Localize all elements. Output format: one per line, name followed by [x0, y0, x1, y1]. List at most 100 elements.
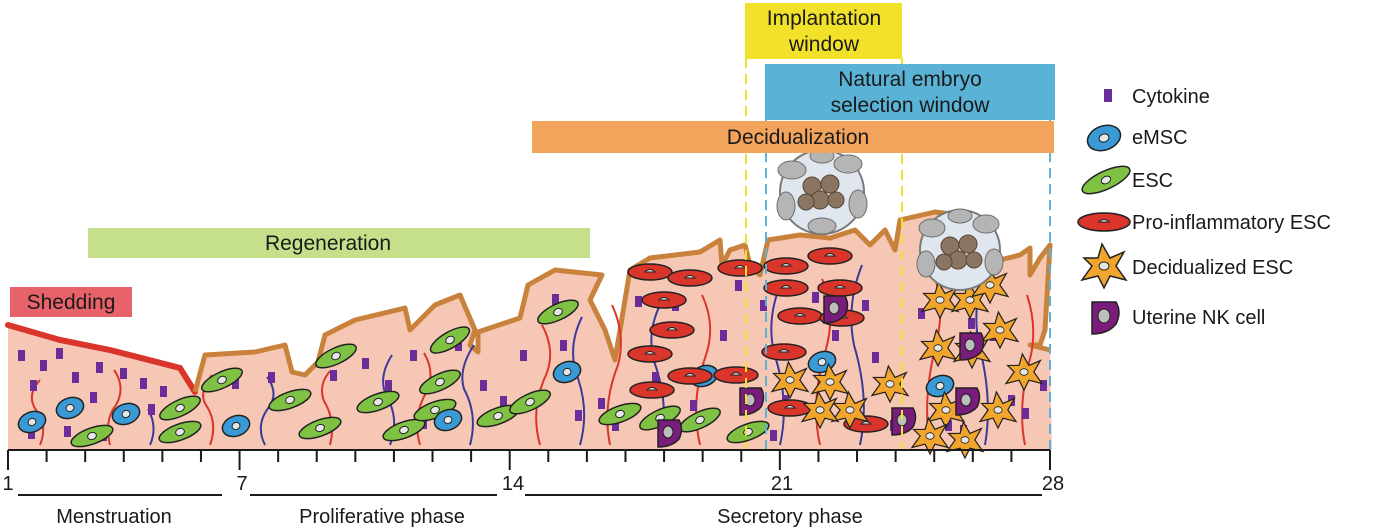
cytokine [64, 426, 71, 437]
uterine-nk-cell [955, 387, 981, 416]
day-axis: 1 7 14 21 28 [2, 449, 1064, 495]
decidualization-label: Decidualization [727, 126, 869, 149]
axis-label-day21: 21 [771, 473, 793, 495]
emsc-cell [55, 396, 85, 420]
esc-cell [509, 389, 551, 415]
legend-esc: ESC [1081, 165, 1173, 195]
esc-cell [298, 416, 342, 440]
pro-inflammatory-esc-cell [717, 259, 763, 277]
pro-inflammatory-esc-cell [807, 247, 853, 265]
decidualized-esc-cell [770, 360, 810, 400]
decidualized-esc-cell [810, 362, 850, 402]
uterine-nk-cell [657, 419, 683, 448]
decidualization-bar: Decidualization [532, 121, 1054, 153]
embryo-2 [916, 208, 1004, 291]
menstruation-label: Menstruation [56, 506, 172, 528]
cytokine [385, 380, 392, 391]
legend-cytokine-label: Cytokine [1132, 86, 1210, 108]
shedding-surface [5, 322, 198, 395]
cytokine [652, 372, 659, 383]
pro-inflammatory-esc-cell [627, 263, 673, 281]
regeneration-bar: Regeneration [88, 228, 590, 258]
esc-cell [201, 367, 243, 393]
decidualized-esc-cell [800, 390, 840, 430]
decidualized-esc-cell [830, 390, 870, 430]
pro-inflammatory-esc-cell [761, 343, 807, 361]
cytokine [1022, 408, 1029, 419]
cytokine [160, 386, 167, 397]
cytokine [140, 378, 147, 389]
pro-inflammatory-esc-cell [767, 399, 813, 417]
selection-label-line2: selection window [831, 94, 991, 117]
cytokine [872, 352, 879, 363]
axis-label-day1: 1 [2, 473, 13, 495]
cells-layer [17, 247, 1047, 460]
cytokine [410, 350, 417, 361]
cytokine [90, 392, 97, 403]
legend-pro-inflammatory: Pro-inflammatory ESC [1077, 212, 1331, 234]
legend-decidualized-label: Decidualized ESC [1132, 257, 1293, 279]
cytokine-icon [1104, 89, 1112, 102]
cytokine [812, 292, 819, 303]
legend-pro-inflammatory-label: Pro-inflammatory ESC [1132, 212, 1331, 234]
pro-inflammatory-esc-cell [763, 257, 809, 275]
esc-cell [70, 424, 114, 448]
pro-inflammatory-esc-cell [777, 307, 823, 325]
emsc-cell [433, 408, 463, 432]
esc-cell [419, 369, 461, 395]
endometrium-tissue [5, 209, 1053, 460]
axis-label-day7: 7 [236, 473, 247, 495]
cytokine [330, 370, 337, 381]
esc-cell [537, 299, 579, 325]
cytokine [560, 340, 567, 351]
cytokine [1040, 380, 1047, 391]
esc-cell [356, 390, 400, 414]
cytokine [575, 410, 582, 421]
uterine-nk-cell-icon [1091, 301, 1120, 335]
cytokine [72, 372, 79, 383]
cytokine [598, 398, 605, 409]
cytokine [455, 340, 462, 351]
cytokine [520, 350, 527, 361]
selection-label-line1: Natural embryo [838, 68, 982, 91]
cytokine [612, 420, 619, 431]
emsc-cell [221, 414, 251, 438]
legend-unk: Uterine NK cell [1091, 301, 1265, 335]
cytokine [832, 330, 839, 341]
implantation-window-bar: Implantation window [745, 3, 902, 59]
legend-emsc: eMSC [1086, 124, 1188, 152]
cytokine [862, 300, 869, 311]
decidualized-esc-icon [1080, 242, 1128, 290]
uterine-nk-cell [823, 295, 849, 324]
phase-brackets: Menstruation Proliferative phase Secreto… [18, 494, 1042, 528]
secretory-label: Secretory phase [717, 506, 863, 528]
cytokine [635, 296, 642, 307]
cytokine [268, 372, 275, 383]
esc-cell [598, 402, 642, 426]
decidualized-esc-cell [910, 416, 950, 456]
uterine-nk-cell [959, 332, 985, 361]
cytokine [232, 378, 239, 389]
legend-decidualized: Decidualized ESC [1080, 242, 1293, 290]
emsc-icon [1086, 124, 1122, 152]
esc-cell [382, 418, 426, 442]
cytokine [735, 280, 742, 291]
cytokine [480, 380, 487, 391]
cytokine [770, 430, 777, 441]
cytokine [918, 308, 925, 319]
cytokine [18, 350, 25, 361]
axis-ticks [7, 450, 1051, 470]
shedding-label: Shedding [27, 291, 116, 314]
cytokine [148, 404, 155, 415]
vessel [535, 324, 552, 446]
pro-inflammatory-esc-cell [649, 321, 695, 339]
emsc-cell [17, 410, 47, 434]
pro-inflammatory-esc-cell [817, 279, 863, 297]
pro-inflammatory-esc-cell [843, 415, 889, 433]
decidualized-esc-cell [978, 390, 1018, 430]
pro-inflammatory-esc-cell [667, 269, 713, 287]
cytokine [500, 396, 507, 407]
proliferative-label: Proliferative phase [299, 506, 465, 528]
vessel [1021, 294, 1035, 446]
legend-esc-label: ESC [1132, 170, 1173, 192]
